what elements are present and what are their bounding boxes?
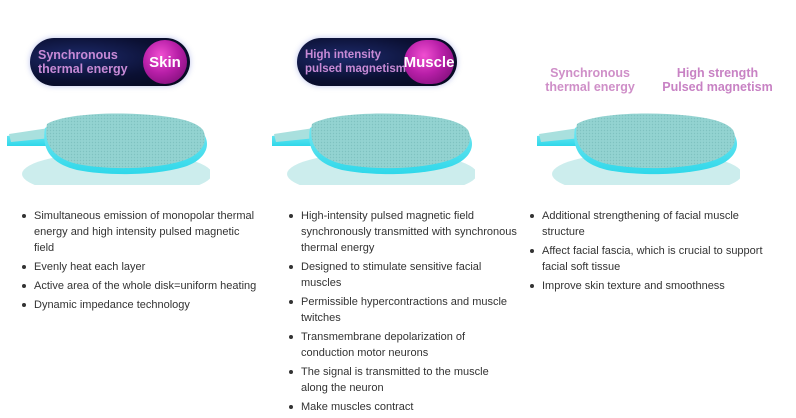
list-item: Dynamic impedance technology [22,297,262,313]
thermal-energy-label: Synchronous thermal energy [545,66,635,94]
list-item: Affect facial fascia, which is crucial t… [530,243,770,275]
muscle-panel: High intensity pulsed magnetism Muscle H… [265,0,530,413]
pulsed-magnetism-label: High strength Pulsed magnetism [662,66,773,94]
combined-panel: Synchronous thermal energy High strength… [530,0,795,402]
combined-pad-image [537,113,740,185]
list-item: Permissible hypercontractions and muscle… [289,294,517,326]
skin-pad-image [7,113,210,185]
skin-bullet-list: Simultaneous emission of monopolar therm… [22,208,262,316]
muscle-pad-image [272,113,475,185]
list-item: Evenly heat each layer [22,259,262,275]
list-item: Improve skin texture and smoothness [530,278,770,294]
skin-badge-circle: Skin [143,40,187,84]
muscle-badge-text: High intensity pulsed magnetism [305,49,406,75]
list-item: High-intensity pulsed magnetic field syn… [289,208,517,256]
combined-bullet-list: Additional strengthening of facial muscl… [530,208,770,297]
list-item: The signal is transmitted to the muscle … [289,364,517,396]
list-item: Designed to stimulate sensitive facial m… [289,259,517,291]
list-item: Simultaneous emission of monopolar therm… [22,208,262,256]
list-item: Make muscles contract [289,399,517,415]
list-item: Transmembrane depolarization of conducti… [289,329,517,361]
muscle-badge-circle: Muscle [404,40,454,84]
muscle-badge: High intensity pulsed magnetism Muscle [297,38,457,86]
list-item: Additional strengthening of facial muscl… [530,208,770,240]
skin-badge: Synchronous thermal energy Skin [30,38,190,86]
skin-panel: Synchronous thermal energy Skin Simultan… [0,0,265,402]
list-item: Active area of the whole disk=uniform he… [22,278,262,294]
skin-badge-text: Synchronous thermal energy [38,48,128,76]
muscle-bullet-list: High-intensity pulsed magnetic field syn… [289,208,517,418]
